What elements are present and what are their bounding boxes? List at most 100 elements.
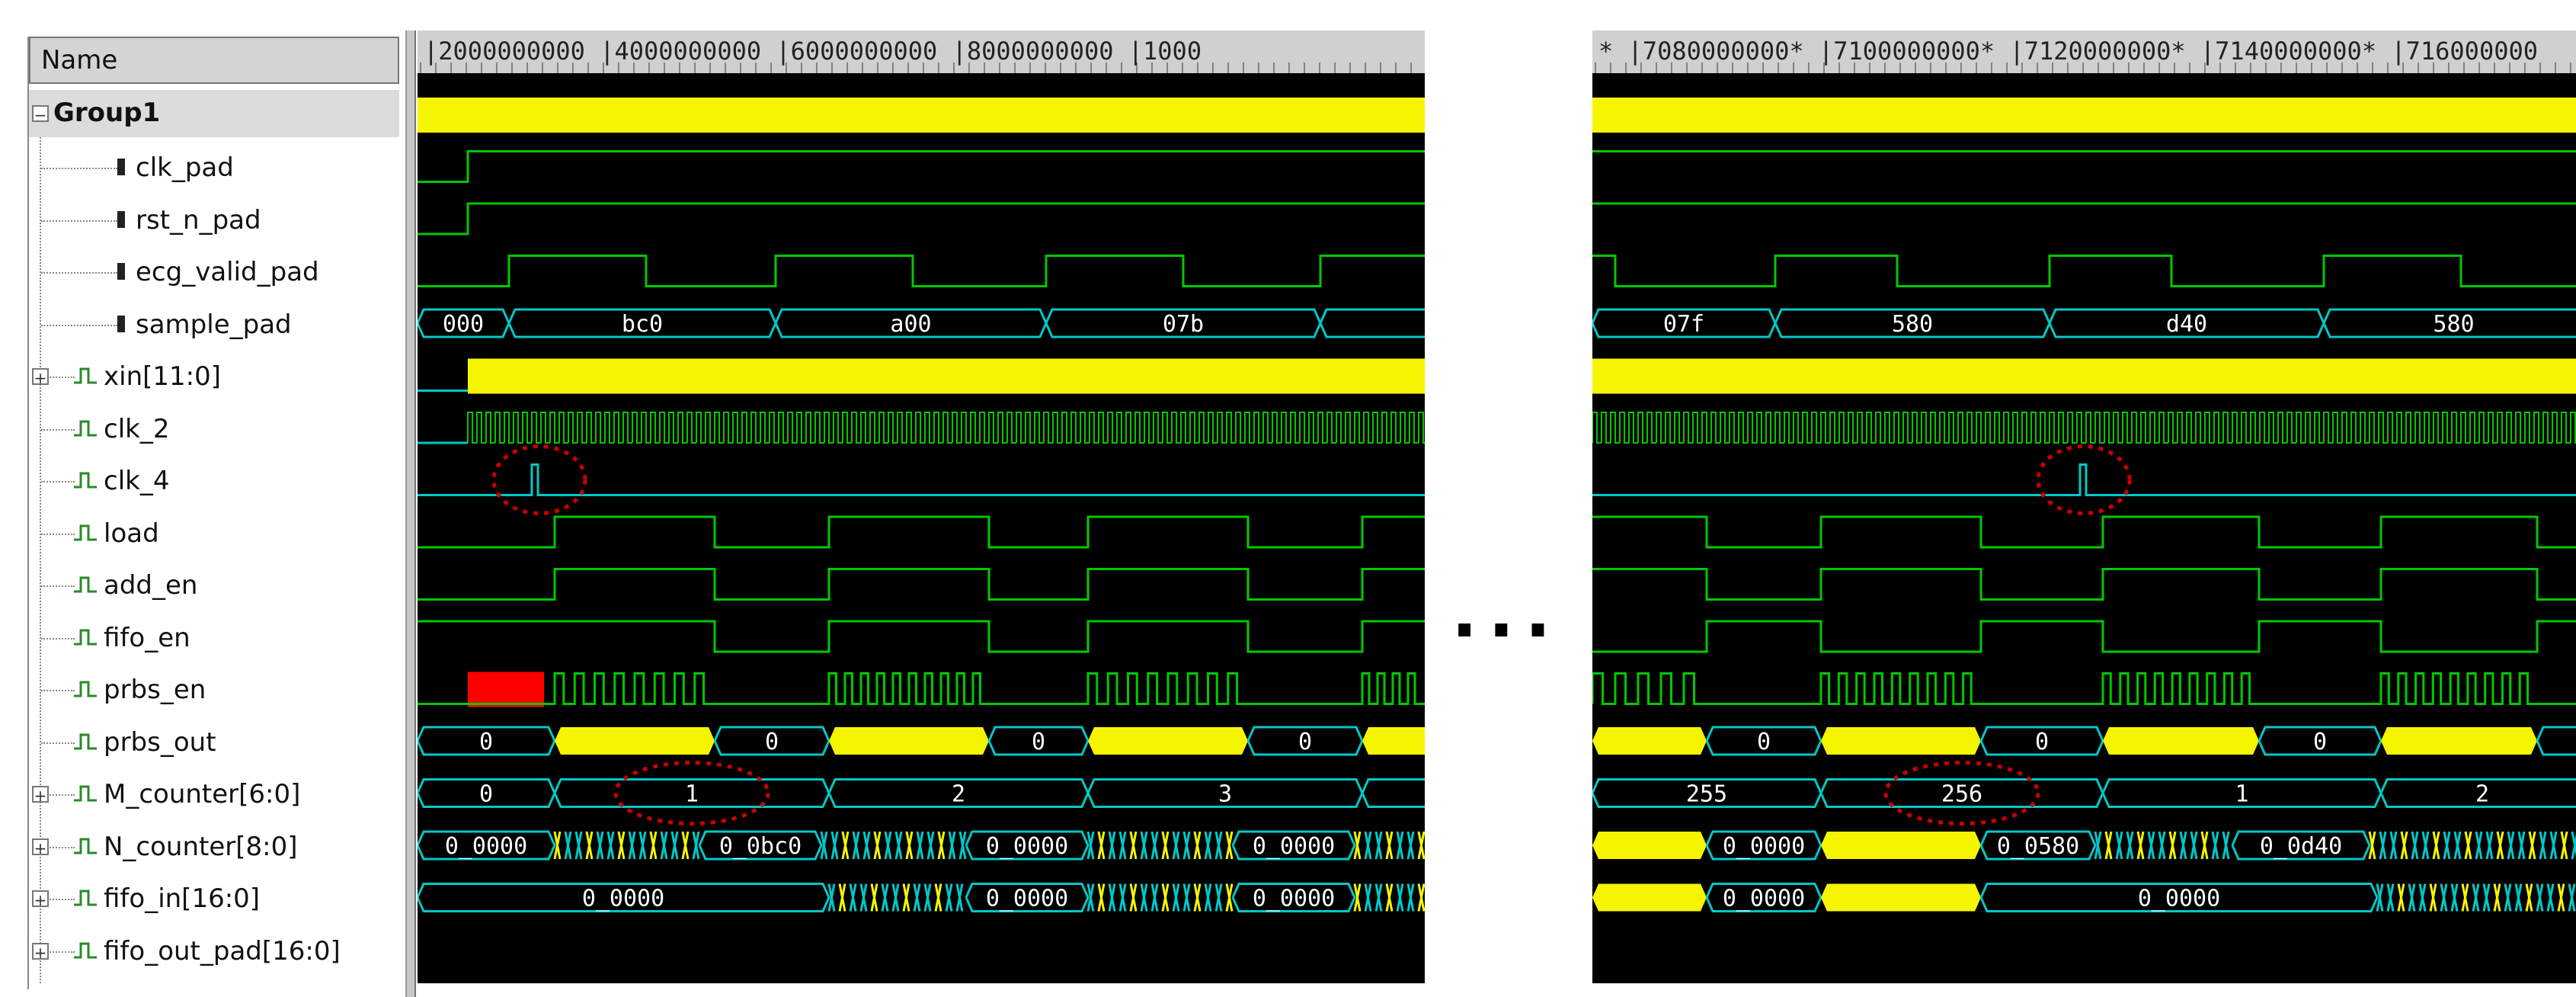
clock-pulse [1235, 412, 1245, 444]
signal-row[interactable]: add_en [29, 563, 399, 608]
bus-transition [1150, 831, 1159, 860]
signal-row[interactable]: clk_pad [29, 145, 399, 191]
clock-pulse [2414, 412, 2424, 444]
clock-pulse [842, 412, 852, 444]
bus-transition [1161, 831, 1170, 860]
ruler-label: * |7080000000* |7100000000* |7120000000*… [1598, 37, 2538, 66]
signal-step-icon [74, 785, 97, 802]
clock-pulse [1381, 412, 1391, 444]
signal-row[interactable]: ecg_valid_pad [29, 249, 399, 295]
clock-pulse [1829, 412, 1839, 444]
expand-icon[interactable]: + [32, 838, 49, 857]
signal-row[interactable]: prbs_en [29, 667, 399, 713]
clock-pulse [1363, 412, 1373, 444]
clock-pulse [1875, 412, 1885, 444]
signal-label: M_counter[6:0] [104, 779, 301, 809]
m-counter-segment [1592, 727, 1707, 755]
signal-step-icon [74, 890, 97, 906]
collapse-toggle-icon[interactable]: − [32, 105, 49, 123]
expand-icon[interactable]: + [32, 942, 49, 961]
expand-icon[interactable]: + [32, 890, 49, 909]
bus-transition [2546, 883, 2555, 912]
n-counter-value: 1 [2235, 781, 2248, 808]
signal-row[interactable]: clk_4 [29, 458, 399, 504]
bus-transition [1353, 831, 1362, 860]
bus-transition [923, 883, 932, 912]
n-counter-highlight [1883, 761, 2040, 825]
clock-pulse [504, 412, 514, 444]
bus-transition [2539, 831, 2547, 860]
bus-transition [2504, 883, 2512, 912]
splitter-handle[interactable] [405, 30, 416, 997]
clock-pulse [796, 412, 806, 444]
clock-pulse [2094, 412, 2104, 444]
clock-pulse [2241, 412, 2251, 444]
clock-pulse [2396, 412, 2406, 444]
clock-pulse [650, 412, 660, 444]
clock-pulse [1710, 412, 1720, 444]
clock-pulse [1089, 412, 1099, 444]
clock-pulse [814, 412, 824, 444]
bus-transition [596, 831, 604, 860]
signal-row[interactable]: load [29, 511, 399, 556]
clock-pulse [2113, 412, 2123, 444]
expand-icon[interactable]: + [32, 368, 49, 386]
clock-pulse [1921, 412, 1931, 444]
signal-step-icon [74, 629, 97, 645]
bus-transition [1225, 883, 1234, 912]
clock-pulse [2552, 412, 2562, 444]
signal-label: clk_4 [104, 466, 170, 496]
signal-label: ecg_valid_pad [136, 257, 319, 287]
signal-row[interactable]: +xin[11:0] [29, 354, 399, 399]
signal-row[interactable]: clk_2 [29, 406, 399, 452]
clock-pulse [1400, 412, 1410, 444]
name-column-header[interactable]: Name [29, 37, 399, 84]
bus-transition [2432, 831, 2440, 860]
clock-pulse [833, 412, 843, 444]
bus-transition [2115, 831, 2123, 860]
signal-row[interactable]: prbs_out [29, 720, 399, 765]
clock-pulse [1784, 412, 1794, 444]
bus-transition [934, 883, 942, 912]
clock-pulse [778, 412, 788, 444]
fifo-in-segment [1821, 832, 1981, 859]
bus-transition [1086, 883, 1095, 912]
clock-pulse [952, 412, 962, 444]
signal-row[interactable]: sample_pad [29, 302, 399, 348]
fifo-in-segment [2231, 830, 2371, 861]
clock-pulse [1262, 412, 1272, 444]
bus-transition [1417, 831, 1425, 860]
clock-pulse [568, 412, 578, 444]
bus-transition [849, 883, 857, 912]
signal-row[interactable]: +N_counter[8:0] [29, 824, 399, 870]
n-counter-segment [1361, 778, 1425, 808]
signal-row[interactable]: + M_counter[6:0] [29, 771, 399, 817]
tree-branch [41, 899, 75, 900]
signal-row[interactable]: rst_n_pad [29, 197, 399, 243]
expand-icon[interactable]: + [32, 786, 49, 804]
clock-pulse [970, 412, 980, 444]
signal-row[interactable]: +fifo_out_pad[16:0] [29, 928, 399, 974]
clock-pulse [2076, 412, 2086, 444]
clock-pulse [659, 412, 669, 444]
wire-icon [117, 159, 125, 175]
clock-pulse [1217, 412, 1227, 444]
waveform-panel-left[interactable]: |2000000000 |4000000000 |6000000000 |800… [418, 30, 1425, 983]
ellipsis-gap-marker: ... [1451, 573, 1562, 653]
signal-row[interactable]: fifo_en [29, 615, 399, 661]
tree-branch [41, 481, 75, 482]
waveform-panel-right[interactable]: * |7080000000* |7100000000* |7120000000*… [1592, 30, 2576, 983]
tree-line [40, 137, 41, 983]
xin-value: 07f [1663, 311, 1704, 338]
signal-label: fifo_in[16:0] [104, 883, 261, 914]
signal-row[interactable]: + fifo_in[16:0] [29, 876, 399, 922]
bus-transition [859, 883, 868, 912]
clock-pulse [1390, 412, 1400, 444]
group-row[interactable]: − Group1 [29, 90, 399, 137]
m-counter-segment [2103, 727, 2259, 755]
clock-pulse [2222, 412, 2232, 444]
clock-pulse [586, 412, 596, 444]
clock-pulse [1674, 412, 1684, 444]
clock-pulse [997, 412, 1007, 444]
clock-pulse [878, 412, 888, 444]
